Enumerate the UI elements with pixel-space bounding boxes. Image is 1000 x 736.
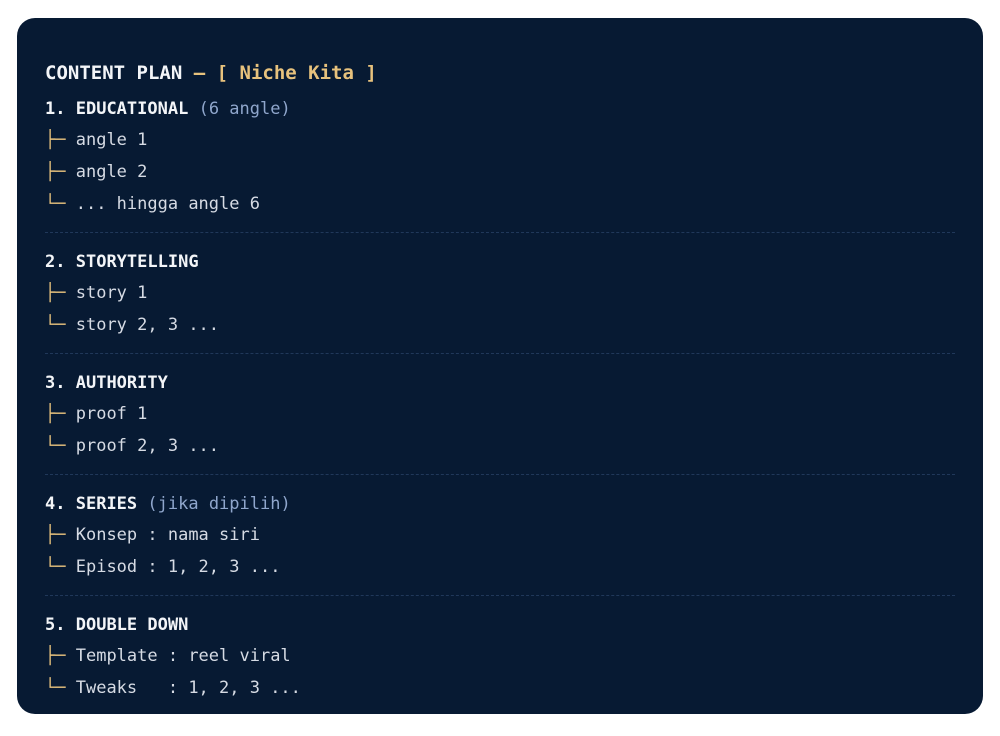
tree-branch-icon: ├─ — [45, 162, 66, 182]
list-item-text: angle 1 — [75, 130, 148, 150]
section-educational: 1. EDUCATIONAL (6 angle) ├─ angle 1 ├─ a… — [45, 94, 955, 232]
section-heading: 1. EDUCATIONAL (6 angle) — [45, 94, 955, 124]
section-heading: 2. STORYTELLING — [45, 247, 955, 277]
section-number: 4. — [45, 494, 66, 514]
list-item-text: Template : reel viral — [75, 646, 291, 666]
list-item: └─ story 2, 3 ... — [45, 309, 955, 341]
section-double-down: 5. DOUBLE DOWN ├─ Template : reel viral … — [45, 595, 955, 716]
list-item: ├─ Konsep : nama siri — [45, 519, 955, 551]
tree-end-icon: └─ — [45, 678, 66, 698]
list-item: └─ ... hingga angle 6 — [45, 188, 955, 220]
tree-end-icon: └─ — [45, 436, 66, 456]
section-name: EDUCATIONAL — [75, 99, 189, 119]
title-bracket-open: [ — [216, 62, 229, 84]
section-storytelling: 2. STORYTELLING ├─ story 1 └─ story 2, 3… — [45, 232, 955, 353]
list-item-text: Konsep : nama siri — [75, 525, 260, 545]
list-item-text: Episod : 1, 2, 3 ... — [75, 557, 281, 577]
tree-branch-icon: ├─ — [45, 283, 66, 303]
title-dash: — — [193, 62, 206, 84]
section-note: (6 angle) — [198, 99, 291, 119]
tree-branch-icon: ├─ — [45, 646, 66, 666]
list-item-text: ... hingga angle 6 — [75, 194, 260, 214]
list-item-text: angle 2 — [75, 162, 148, 182]
list-item-text: Tweaks : 1, 2, 3 ... — [75, 678, 301, 698]
title-text: CONTENT PLAN — [45, 62, 183, 84]
list-item: ├─ angle 2 — [45, 156, 955, 188]
section-name: STORYTELLING — [75, 252, 199, 272]
section-series: 4. SERIES (jika dipilih) ├─ Konsep : nam… — [45, 474, 955, 595]
tree-end-icon: └─ — [45, 194, 66, 214]
section-heading: 3. AUTHORITY — [45, 368, 955, 398]
tree-end-icon: └─ — [45, 557, 66, 577]
list-item: └─ Tweaks : 1, 2, 3 ... — [45, 672, 955, 704]
list-item: ├─ Template : reel viral — [45, 640, 955, 672]
list-item-text: proof 1 — [75, 404, 148, 424]
section-number: 3. — [45, 373, 66, 393]
list-item: └─ proof 2, 3 ... — [45, 430, 955, 462]
tree-branch-icon: ├─ — [45, 404, 66, 424]
tree-end-icon: └─ — [45, 315, 66, 335]
section-note: (jika dipilih) — [147, 494, 291, 514]
tree-branch-icon: ├─ — [45, 525, 66, 545]
list-item: └─ Episod : 1, 2, 3 ... — [45, 551, 955, 583]
list-item-text: story 2, 3 ... — [75, 315, 220, 335]
page-title: CONTENT PLAN — [ Niche Kita ] — [45, 58, 955, 88]
section-name: AUTHORITY — [75, 373, 168, 393]
list-item-text: proof 2, 3 ... — [75, 436, 220, 456]
list-item: ├─ proof 1 — [45, 398, 955, 430]
content-plan-panel: CONTENT PLAN — [ Niche Kita ] 1. EDUCATI… — [17, 18, 983, 714]
section-authority: 3. AUTHORITY ├─ proof 1 └─ proof 2, 3 ..… — [45, 353, 955, 474]
section-number: 5. — [45, 615, 66, 635]
section-heading: 5. DOUBLE DOWN — [45, 610, 955, 640]
section-number: 1. — [45, 99, 66, 119]
title-bracket-close: ] — [365, 62, 377, 84]
section-number: 2. — [45, 252, 66, 272]
list-item-text: story 1 — [75, 283, 148, 303]
list-item: ├─ story 1 — [45, 277, 955, 309]
section-name: SERIES — [75, 494, 138, 514]
section-heading: 4. SERIES (jika dipilih) — [45, 489, 955, 519]
list-item: ├─ angle 1 — [45, 124, 955, 156]
tree-branch-icon: ├─ — [45, 130, 66, 150]
niche-name: Niche Kita — [239, 62, 354, 84]
section-name: DOUBLE DOWN — [75, 615, 189, 635]
